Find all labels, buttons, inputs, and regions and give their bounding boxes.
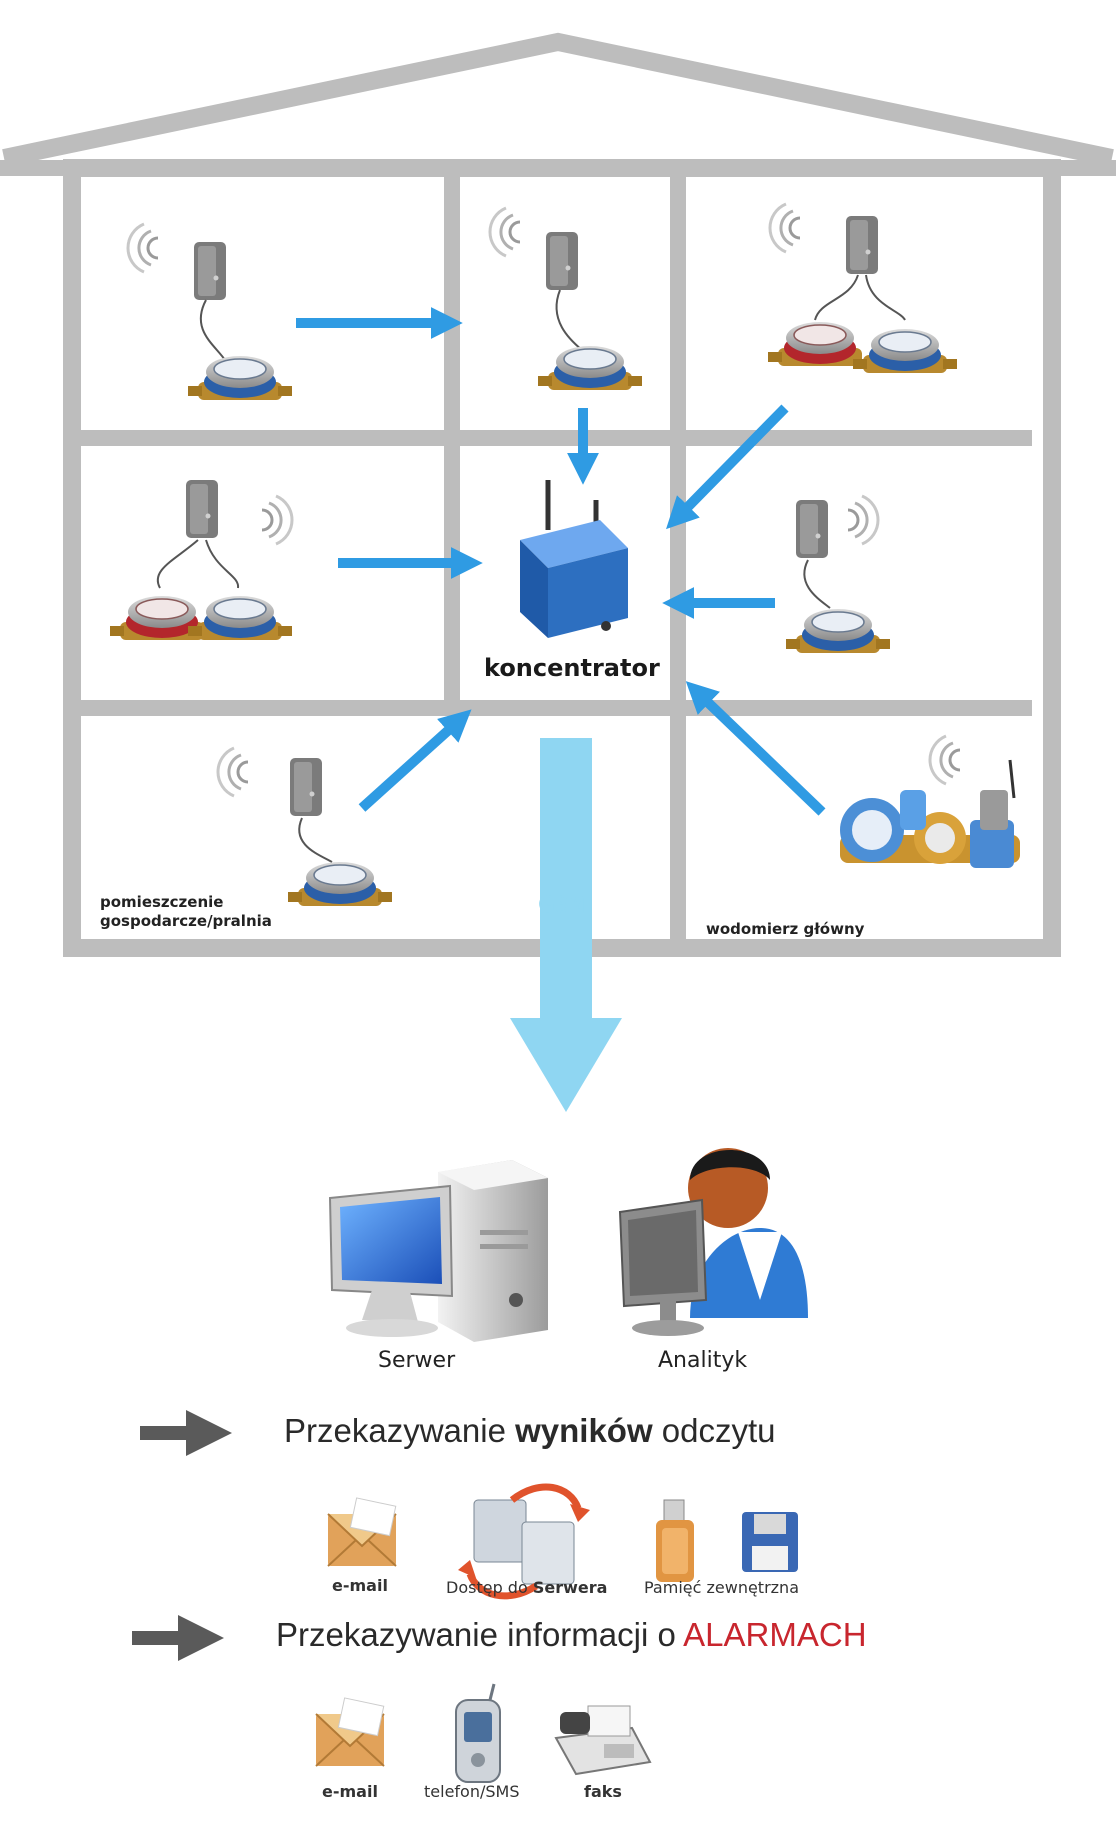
server-label: Serwer xyxy=(378,1348,456,1373)
results-channel-server-label: Dostęp do Serwera xyxy=(446,1578,607,1597)
results-section-title: Przekazywanie wyników odczytu xyxy=(284,1412,776,1450)
room-meter-6 xyxy=(216,746,393,907)
fax-machine-icon xyxy=(554,1705,652,1776)
results-channel-email-label: e-mail xyxy=(332,1576,388,1595)
results-title-emph: wyników xyxy=(515,1412,653,1449)
arrow-mainmeter-to-hub xyxy=(685,681,826,816)
room-meter-1 xyxy=(126,222,293,401)
alarms-channel-email-label: e-mail xyxy=(322,1782,378,1801)
alarms-arrow-icon xyxy=(132,1615,224,1661)
room-meter-3 xyxy=(767,202,958,374)
gsm-label: GSM xyxy=(538,893,588,918)
hub-label: koncentrator xyxy=(484,654,660,682)
results-channel-storage-label: Pamięć zewnętrzna xyxy=(644,1578,799,1597)
concentrator-hub xyxy=(520,480,628,638)
room-meter-4 xyxy=(109,480,294,641)
room-meter-5 xyxy=(785,494,891,654)
alarms-channel-fax-label: faks xyxy=(584,1782,622,1801)
room-meter-2 xyxy=(488,206,643,391)
server-sync-icon xyxy=(458,1483,590,1600)
alarms-channel-phone-label: telefon/SMS xyxy=(424,1782,520,1801)
results-email-envelope-icon xyxy=(327,1496,397,1567)
server-access-prefix: Dostęp do xyxy=(446,1578,533,1597)
room-label-laundry: pomieszczenie gospodarcze/pralnia xyxy=(100,893,272,930)
results-title-prefix: Przekazywanie xyxy=(284,1412,516,1449)
mobile-phone-icon xyxy=(455,1683,501,1783)
alarms-email-envelope-icon xyxy=(315,1696,385,1767)
main-water-meter xyxy=(840,734,1020,868)
room-label-main-meter: wodomierz główny xyxy=(706,920,865,938)
server-access-emph: Serwera xyxy=(532,1578,608,1597)
alarms-title-prefix: Przekazywanie informacji o xyxy=(276,1616,684,1653)
results-arrow-icon xyxy=(140,1410,232,1456)
server-computer-icon xyxy=(328,1160,548,1342)
floppy-disk-icon xyxy=(742,1512,798,1572)
data-flow-arrows xyxy=(296,306,826,816)
gsm-link-arrow xyxy=(510,738,622,1112)
alarms-title-emph: ALARMACH xyxy=(683,1616,867,1653)
alarms-section-title: Przekazywanie informacji o ALARMACH xyxy=(276,1616,867,1654)
arrow-room6-to-hub xyxy=(358,709,472,812)
analyst-person-icon xyxy=(618,1148,808,1336)
analyst-label: Analityk xyxy=(658,1348,748,1373)
results-title-suffix: odczytu xyxy=(652,1412,776,1449)
usb-drive-icon xyxy=(656,1499,694,1582)
arrow-room3-to-hub xyxy=(666,404,789,530)
